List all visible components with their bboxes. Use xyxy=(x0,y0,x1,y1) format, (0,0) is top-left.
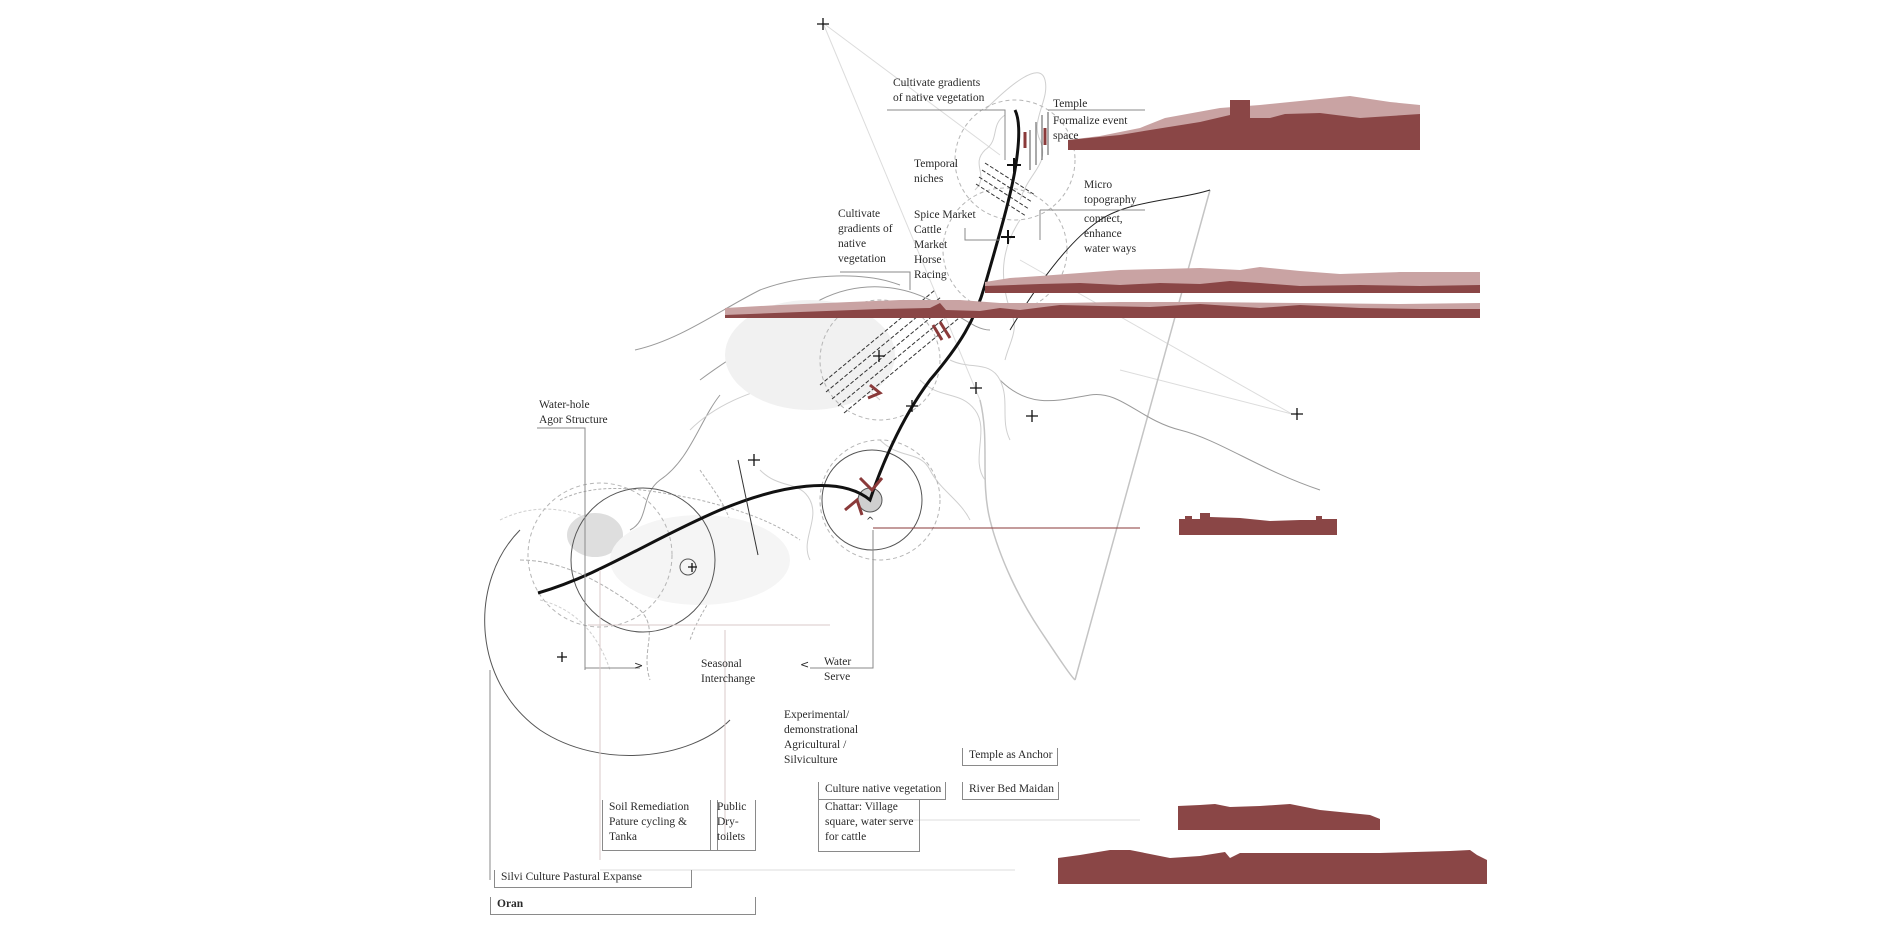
dash-strip xyxy=(975,183,1027,217)
label-chattar: Chattar: Village square, water serve for… xyxy=(818,800,920,852)
label-temple-as-anchor: Temple as Anchor xyxy=(962,748,1058,766)
sight-line xyxy=(822,22,981,401)
label-culture-native-vegetation: Culture native vegetation xyxy=(818,782,947,800)
zone-circle xyxy=(954,99,1076,221)
plus-marker xyxy=(906,400,918,412)
label-temple: Temple xyxy=(1053,98,1088,110)
contour-line xyxy=(979,399,1076,681)
leader-line xyxy=(537,427,586,670)
sight-line xyxy=(822,22,1001,156)
dash-strip xyxy=(825,296,942,393)
dash-strip xyxy=(984,162,1036,196)
plus-marker xyxy=(688,563,697,572)
chattar-mark xyxy=(844,497,864,516)
accent-marks xyxy=(844,128,1047,516)
temple-hatch xyxy=(1029,112,1049,170)
label-cultivate-left: Cultivate gradients of native vegetation xyxy=(838,208,893,265)
sight-line xyxy=(1074,189,1211,681)
contour-line xyxy=(634,275,901,351)
section-dark-layer xyxy=(1068,100,1420,150)
stipple-field xyxy=(610,515,790,605)
arrow-up-icon: ^ xyxy=(866,516,875,527)
section-dark-layer xyxy=(1179,513,1337,535)
contour-line xyxy=(974,114,1006,191)
dash-strip xyxy=(978,176,1030,210)
plus-marker xyxy=(748,454,760,466)
contour-line xyxy=(999,379,1321,491)
arrow-left-icon: < xyxy=(800,658,810,671)
leader-line xyxy=(810,530,874,669)
dash-strip xyxy=(981,169,1033,203)
plus-marker xyxy=(817,18,829,30)
oran-section xyxy=(1058,850,1487,884)
sight-line xyxy=(1119,369,1293,415)
label-connect-water-ways: connect, enhance water ways xyxy=(1084,213,1137,255)
plus-marker xyxy=(1291,408,1303,420)
plus-marker xyxy=(873,350,885,362)
leader-line xyxy=(887,109,1006,160)
section-dark-layer xyxy=(1058,850,1487,884)
dash-strip xyxy=(819,289,936,386)
label-experimental-agriculture: Experimental/ demonstrational Agricultur… xyxy=(784,709,859,766)
chattar-ring xyxy=(821,449,923,551)
label-water-serve: Water Serve xyxy=(824,656,852,683)
contour-line xyxy=(539,599,611,671)
dash-strip xyxy=(837,310,954,407)
label-seasonal-interchange: Seasonal Interchange xyxy=(701,658,756,685)
plus-marker xyxy=(970,382,982,394)
chattar-mark xyxy=(858,476,884,493)
spice-market-section xyxy=(985,267,1480,293)
contour-line xyxy=(519,559,651,681)
plus-marker xyxy=(1026,410,1038,422)
leader-line xyxy=(737,459,759,556)
label-oran: Oran xyxy=(490,897,756,915)
section-dark-layer xyxy=(985,281,1480,293)
plus-marker xyxy=(1001,230,1015,244)
spice-mark xyxy=(931,324,944,341)
dash-strip xyxy=(831,303,948,400)
contour-line xyxy=(559,488,801,541)
contour-line xyxy=(759,469,814,561)
leader-line xyxy=(840,271,911,290)
agri-mark xyxy=(867,383,883,400)
contour-line xyxy=(629,394,721,531)
terrain-contours xyxy=(499,72,1321,681)
leader-line xyxy=(964,228,1000,241)
plus-marker xyxy=(557,652,567,662)
water-serve-section xyxy=(1179,513,1337,535)
temple-section xyxy=(1068,96,1420,150)
label-micro-topography: Micro topography xyxy=(1084,179,1137,206)
label-water-hole: Water-hole Agor Structure xyxy=(539,399,608,426)
contour-line xyxy=(919,379,986,481)
section-dark-layer xyxy=(725,303,1480,318)
contour-line xyxy=(879,439,971,521)
dashed-strips xyxy=(819,162,1036,414)
plus-markers xyxy=(557,18,1303,662)
label-silvi-culture: Silvi Culture Pastural Expanse xyxy=(494,870,692,888)
label-river-bed-maidan: River Bed Maidan xyxy=(962,782,1059,800)
zone-circle xyxy=(819,299,941,421)
dash-strip xyxy=(843,317,960,414)
spice-mark xyxy=(938,321,952,339)
terrain-sections xyxy=(725,96,1487,884)
section-dark-layer xyxy=(1178,804,1380,830)
label-cultivate-top: Cultivate gradients of native vegetation xyxy=(893,77,985,104)
leader-lines xyxy=(489,109,1145,880)
section-light-layer xyxy=(985,267,1480,290)
label-spice-market: Spice Market Cattle Market Horse Racing xyxy=(914,209,976,281)
oran-arc xyxy=(484,529,731,756)
label-temporal-niches: Temporal niches xyxy=(914,158,958,185)
chattar-section xyxy=(1178,804,1380,830)
contour-line xyxy=(949,359,1011,441)
label-public-dry-toilets: Public Dry- toilets xyxy=(710,800,756,851)
zone-circle xyxy=(819,439,941,561)
main-road xyxy=(537,109,1021,595)
label-soil-remediation: Soil Remediation Pature cycling & Tanka xyxy=(602,800,718,851)
long-river-section xyxy=(725,300,1480,318)
water-hole-ring xyxy=(570,487,716,633)
plus-marker xyxy=(1007,158,1021,172)
arrow-right-icon: > xyxy=(634,659,644,672)
label-formalize-event: Formalize event space xyxy=(1053,115,1128,142)
